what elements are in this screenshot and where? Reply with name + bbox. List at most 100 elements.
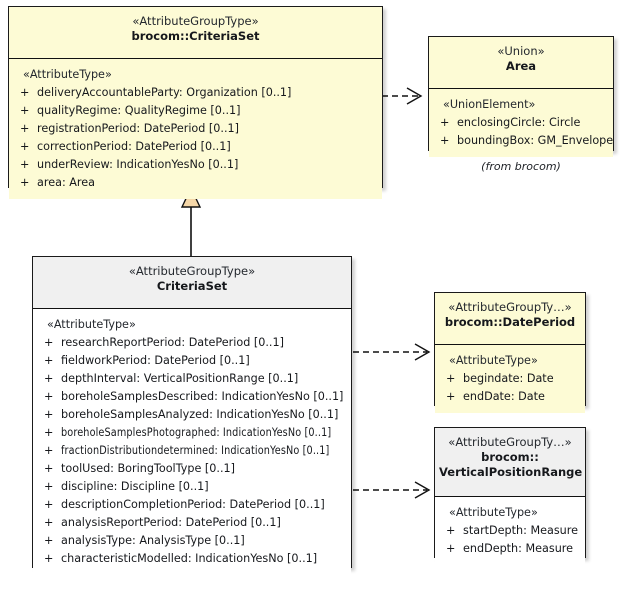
attribute-signature: researchReportPeriod: DatePeriod [0..1]: [61, 336, 284, 349]
attribute-signature: boreholeSamplesPhotographed: IndicationY…: [61, 426, 332, 439]
visibility-marker: +: [20, 104, 30, 117]
class-box-criteriaset[interactable]: «AttributeGroupType» CriteriaSet «Attrib…: [32, 256, 352, 575]
visibility-marker: +: [44, 426, 54, 439]
attribute-row: + startDepth: Measure: [435, 522, 585, 540]
visibility-marker: +: [44, 354, 54, 367]
class-stereotype: «AttributeGroupType»: [128, 264, 256, 278]
visibility-marker: +: [44, 534, 54, 547]
class-stereotype: «AttributeGroupTy…»: [448, 300, 572, 314]
attribute-row: + begindate: Date: [435, 370, 585, 388]
attribute-signature: correctionPeriod: DatePeriod [0..1]: [37, 140, 231, 153]
attribute-signature: registrationPeriod: DatePeriod [0..1]: [37, 122, 240, 135]
attribute-row: + boundingBox: GM_Envelope: [429, 132, 613, 150]
class-name: Area: [505, 59, 537, 73]
class-stereotype: «AttributeGroupType»: [132, 14, 259, 28]
class-name-line2: VerticalPositionRange: [439, 465, 583, 479]
visibility-marker: +: [44, 480, 54, 493]
visibility-marker: +: [20, 122, 30, 135]
attribute-row: + enclosingCircle: Circle: [429, 114, 613, 132]
visibility-marker: +: [446, 542, 456, 555]
attribute-row: + descriptionCompletionPeriod: DatePerio…: [33, 496, 351, 514]
attribute-signature: endDate: Date: [463, 390, 545, 403]
class-attributes: «AttributeType» + startDepth: Measure + …: [435, 497, 585, 565]
attribute-group-stereotype: «AttributeType»: [449, 354, 538, 367]
visibility-marker: +: [446, 372, 456, 385]
attribute-row: + researchReportPeriod: DatePeriod [0..1…: [33, 334, 351, 352]
class-box-verticalpositionrange[interactable]: «AttributeGroupTy…» brocom:: VerticalPos…: [434, 427, 586, 565]
class-name: brocom::DatePeriod: [444, 315, 576, 329]
attribute-signature: characteristicModelled: IndicationYesNo …: [61, 552, 318, 565]
class-box-dateperiod[interactable]: «AttributeGroupTy…» brocom::DatePeriod «…: [434, 292, 586, 413]
class-box-brocom-criteriaset[interactable]: «AttributeGroupType» brocom::CriteriaSet…: [8, 6, 383, 199]
visibility-marker: +: [44, 444, 54, 457]
attribute-group-stereotype: «AttributeType»: [47, 318, 136, 331]
class-header: «AttributeGroupTy…» brocom:: VerticalPos…: [435, 428, 585, 497]
visibility-marker: +: [44, 498, 54, 511]
attribute-signature: underReview: IndicationYesNo [0..1]: [37, 158, 239, 171]
dependency-criteriaset-to-verticalpositionrange: [353, 481, 431, 499]
class-name: CriteriaSet: [156, 279, 228, 293]
attribute-signature: descriptionCompletionPeriod: DatePeriod …: [61, 498, 325, 511]
attribute-row: + boreholeSamplesAnalyzed: IndicationYes…: [33, 406, 351, 424]
class-stereotype: «Union»: [497, 44, 545, 58]
attribute-signature: toolUsed: BoringToolType [0..1]: [61, 462, 235, 475]
attribute-signature: area: Area: [37, 176, 96, 189]
attribute-row: + boreholeSamplesDescribed: IndicationYe…: [33, 388, 351, 406]
visibility-marker: +: [44, 372, 54, 385]
dependency-criteriaset-to-dateperiod: [353, 343, 431, 361]
attribute-row: + depthInterval: VerticalPositionRange […: [33, 370, 351, 388]
attribute-signature: begindate: Date: [463, 372, 554, 385]
visibility-marker: +: [440, 116, 450, 129]
visibility-marker: +: [446, 524, 456, 537]
class-attributes: «AttributeType» + deliveryAccountablePar…: [9, 59, 382, 199]
class-attributes: «UnionElement» + enclosingCircle: Circle…: [429, 89, 613, 157]
dependency-criteriaset-to-area: [382, 87, 423, 105]
attribute-row: + analysisReportPeriod: DatePeriod [0..1…: [33, 514, 351, 532]
attribute-row: + area: Area: [9, 174, 382, 192]
visibility-marker: +: [44, 408, 54, 421]
attribute-row: + characteristicModelled: IndicationYesN…: [33, 550, 351, 568]
attribute-group-stereotype: «UnionElement»: [443, 98, 536, 111]
attribute-signature: fractionDistributiondetermined: Indicati…: [61, 444, 330, 457]
attribute-signature: boreholeSamplesAnalyzed: IndicationYesNo…: [61, 408, 339, 421]
class-box-area[interactable]: «Union» Area «UnionElement» + enclosingC…: [428, 36, 614, 157]
attribute-row: + underReview: IndicationYesNo [0..1]: [9, 156, 382, 174]
visibility-marker: +: [20, 140, 30, 153]
attribute-signature: analysisType: AnalysisType [0..1]: [61, 534, 245, 547]
visibility-marker: +: [440, 134, 450, 147]
class-attributes: «AttributeType» + researchReportPeriod: …: [33, 309, 351, 575]
attribute-signature: boundingBox: GM_Envelope: [457, 134, 614, 147]
attribute-signature: enclosingCircle: Circle: [457, 116, 581, 129]
class-name: brocom::CriteriaSet: [131, 29, 260, 43]
package-note-area: (from brocom): [481, 160, 561, 173]
attribute-row: + fractionDistributiondetermined: Indica…: [33, 442, 351, 460]
class-attributes: «AttributeType» + begindate: Date + endD…: [435, 345, 585, 413]
visibility-marker: +: [20, 176, 30, 189]
attribute-signature: fieldworkPeriod: DatePeriod [0..1]: [61, 354, 250, 367]
attribute-row: + deliveryAccountableParty: Organization…: [9, 84, 382, 102]
attribute-signature: qualityRegime: QualityRegime [0..1]: [37, 104, 241, 117]
class-header: «Union» Area: [429, 37, 613, 89]
attribute-row: + toolUsed: BoringToolType [0..1]: [33, 460, 351, 478]
attribute-signature: endDepth: Measure: [463, 542, 574, 555]
attribute-row: + fieldworkPeriod: DatePeriod [0..1]: [33, 352, 351, 370]
attribute-signature: startDepth: Measure: [463, 524, 579, 537]
class-name-line1: brocom::: [481, 450, 539, 464]
attribute-group-stereotype: «AttributeType»: [23, 68, 112, 81]
attribute-group-stereotype: «AttributeType»: [449, 506, 538, 519]
visibility-marker: +: [44, 516, 54, 529]
class-header: «AttributeGroupType» CriteriaSet: [33, 257, 351, 309]
visibility-marker: +: [44, 462, 54, 475]
attribute-row: + analysisType: AnalysisType [0..1]: [33, 532, 351, 550]
class-header: «AttributeGroupType» brocom::CriteriaSet: [9, 7, 382, 59]
attribute-signature: deliveryAccountableParty: Organization […: [37, 86, 292, 99]
visibility-marker: +: [44, 552, 54, 565]
visibility-marker: +: [20, 86, 30, 99]
visibility-marker: +: [446, 390, 456, 403]
attribute-row: + boreholeSamplesPhotographed: Indicatio…: [33, 424, 351, 442]
attribute-row: + registrationPeriod: DatePeriod [0..1]: [9, 120, 382, 138]
attribute-row: + qualityRegime: QualityRegime [0..1]: [9, 102, 382, 120]
attribute-row: + correctionPeriod: DatePeriod [0..1]: [9, 138, 382, 156]
attribute-signature: analysisReportPeriod: DatePeriod [0..1]: [61, 516, 281, 529]
